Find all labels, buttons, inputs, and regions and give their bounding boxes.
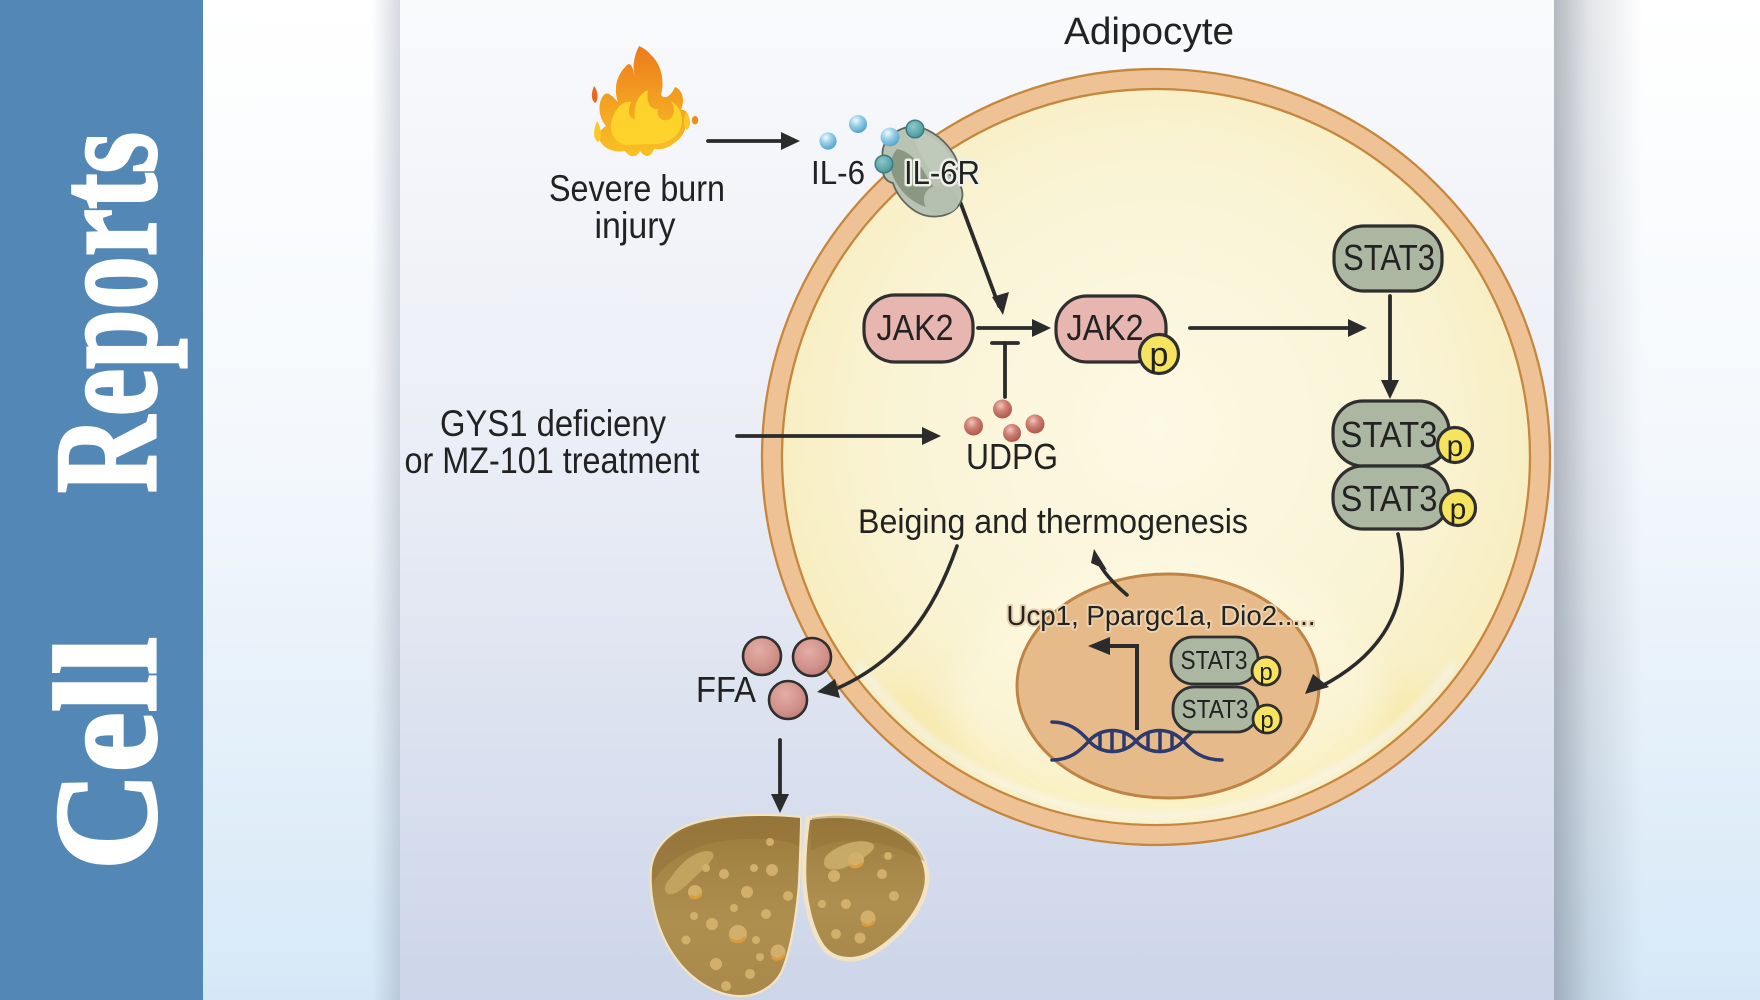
svg-text:Cell: Cell	[25, 637, 187, 870]
svg-text:STAT3: STAT3	[1343, 237, 1435, 278]
svg-text:injury: injury	[595, 205, 676, 246]
svg-text:JAK2: JAK2	[877, 307, 954, 348]
svg-text:p: p	[1259, 659, 1272, 686]
svg-text:Reports: Reports	[25, 132, 187, 493]
svg-text:or MZ-101 treatment: or MZ-101 treatment	[405, 440, 701, 481]
svg-text:STAT3: STAT3	[1181, 645, 1248, 675]
svg-text:Severe burn: Severe burn	[549, 168, 725, 209]
svg-text:Ucp1, Ppargc1a, Dio2.....: Ucp1, Ppargc1a, Dio2.....	[1007, 600, 1316, 631]
svg-text:p: p	[1450, 493, 1467, 526]
svg-text:IL-6: IL-6	[811, 154, 865, 191]
svg-text:GYS1 deficieny: GYS1 deficieny	[440, 403, 666, 444]
svg-text:FFA: FFA	[696, 669, 756, 710]
svg-text:STAT3: STAT3	[1182, 694, 1249, 724]
svg-text:Beiging and thermogenesis: Beiging and thermogenesis	[858, 503, 1248, 541]
svg-text:UDPG: UDPG	[966, 436, 1058, 477]
svg-text:p: p	[1447, 430, 1464, 463]
svg-text:STAT3: STAT3	[1341, 414, 1438, 455]
svg-text:IL-6R: IL-6R	[904, 154, 980, 191]
svg-text:p: p	[1150, 336, 1169, 374]
svg-text:p: p	[1260, 707, 1273, 734]
svg-text:JAK2: JAK2	[1067, 307, 1144, 348]
svg-text:Adipocyte: Adipocyte	[1064, 11, 1234, 53]
svg-text:STAT3: STAT3	[1341, 478, 1438, 519]
